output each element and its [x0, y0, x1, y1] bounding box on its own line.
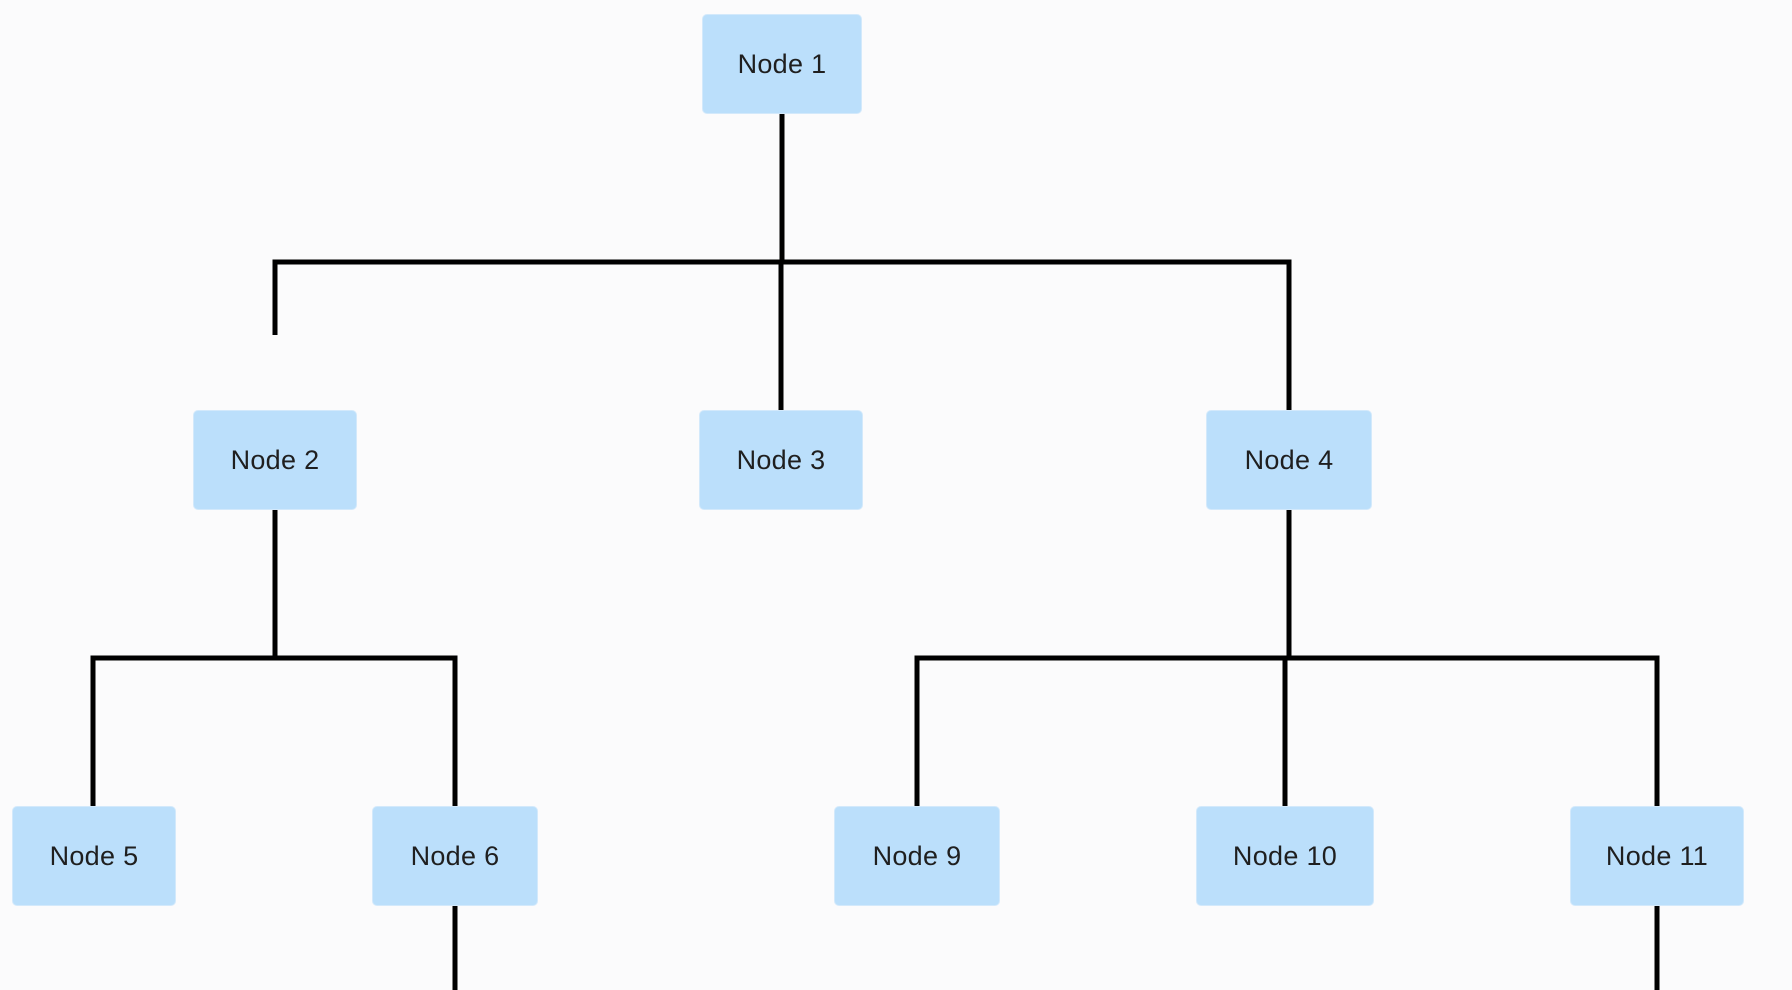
tree-node-1[interactable]: Node 1	[702, 14, 862, 114]
tree-node-3[interactable]: Node 3	[699, 410, 863, 510]
tree-node-2[interactable]: Node 2	[193, 410, 357, 510]
tree-node-10[interactable]: Node 10	[1196, 806, 1374, 906]
tree-node-9[interactable]: Node 9	[834, 806, 1000, 906]
tree-node-4[interactable]: Node 4	[1206, 410, 1372, 510]
connector-node-2-bar	[90, 655, 458, 806]
tree-node-11[interactable]: Node 11	[1570, 806, 1744, 906]
tree-node-6[interactable]: Node 6	[372, 806, 538, 906]
tree-node-5[interactable]: Node 5	[12, 806, 176, 906]
